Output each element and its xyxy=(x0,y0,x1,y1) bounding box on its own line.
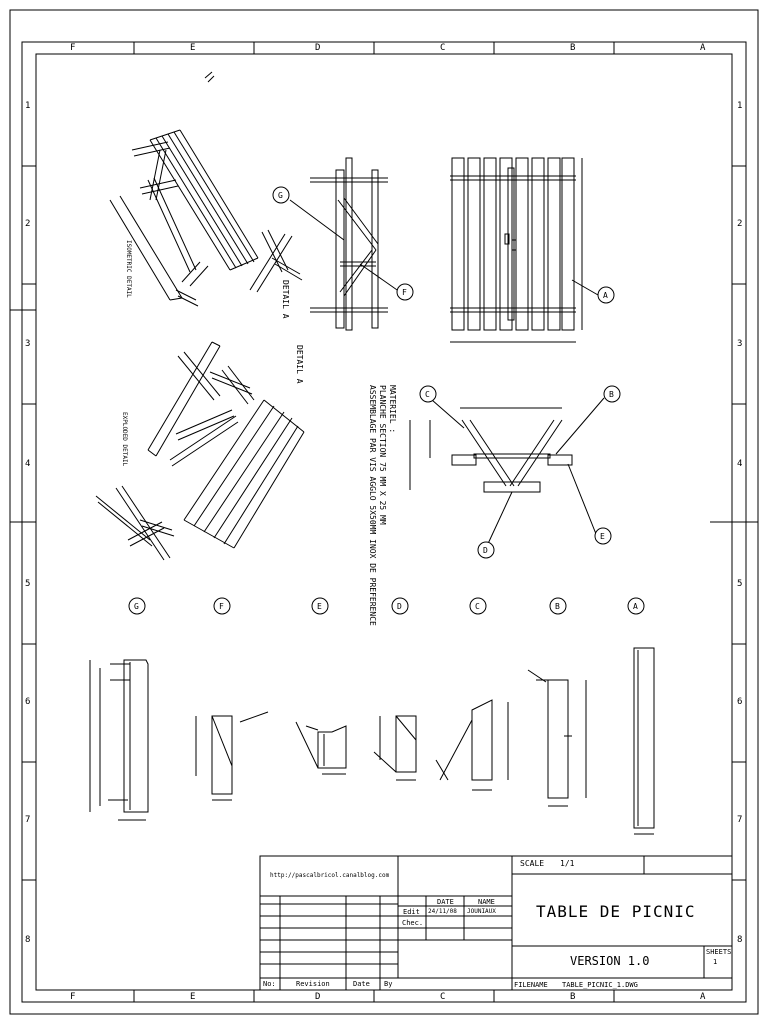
detail-a-view xyxy=(249,229,303,293)
svg-text:E: E xyxy=(600,532,605,541)
no-label: No: xyxy=(263,980,276,988)
row-label-right: 8 xyxy=(737,935,742,945)
row-label-right: 7 xyxy=(737,815,742,825)
isometric-view xyxy=(109,71,259,307)
row-ticks xyxy=(10,165,758,881)
edit-label: Edit xyxy=(403,908,420,916)
row-label-left: 8 xyxy=(25,935,30,945)
row-label-left: 6 xyxy=(25,697,30,707)
row-label-left: 3 xyxy=(25,339,30,349)
column-ticks xyxy=(133,42,615,1002)
part-callout: C xyxy=(475,602,480,611)
row-label-left: 1 xyxy=(25,101,30,111)
side-view xyxy=(310,157,388,331)
title-block-grid xyxy=(259,855,733,991)
top-view xyxy=(450,157,583,343)
svg-text:D: D xyxy=(483,546,488,555)
col-label-bottom: E xyxy=(190,992,195,1002)
edit-date: 24/11/08 xyxy=(428,908,457,915)
svg-text:C: C xyxy=(425,390,430,399)
date-label: Date xyxy=(353,980,370,988)
website-url: http://pascalbricol.canalblog.com xyxy=(270,872,390,879)
svg-text:G: G xyxy=(278,191,283,200)
scale-value: 1/1 xyxy=(560,859,575,868)
exploded-label: EXPLODED DETAIL xyxy=(121,412,128,467)
row-label-left: 5 xyxy=(25,579,30,589)
version-label: VERSION 1.0 xyxy=(570,954,650,968)
col-label-top: C xyxy=(440,43,445,53)
name-header: NAME xyxy=(478,898,495,906)
notes-line-1: MATERIEL : xyxy=(388,385,397,433)
date-header: DATE xyxy=(437,898,454,906)
row-label-right: 3 xyxy=(737,339,742,349)
outer-frame xyxy=(9,9,759,1015)
callout-d-front: D xyxy=(477,541,495,559)
front-view xyxy=(409,397,605,549)
callout-a-top: A xyxy=(597,286,615,304)
svg-text:F: F xyxy=(402,288,407,297)
scale-label: SCALE xyxy=(520,859,545,868)
revision-label: Revision xyxy=(296,980,330,988)
check-label: Chec. xyxy=(402,919,424,927)
by-label: By xyxy=(384,980,393,988)
sheets-label: SHEETS xyxy=(706,948,732,956)
detail-a-label-2: DETAIL A xyxy=(295,345,304,384)
filename-value: TABLE_PICNIC_1.DWG xyxy=(562,981,638,989)
part-callout: B xyxy=(555,602,560,611)
col-label-top: A xyxy=(700,43,706,53)
part-callout: E xyxy=(317,602,322,611)
row-label-right: 5 xyxy=(737,579,742,589)
callout-c-front: C xyxy=(419,385,437,403)
col-label-top: F xyxy=(70,43,75,53)
exploded-view xyxy=(95,341,305,561)
col-label-bottom: C xyxy=(440,992,445,1002)
row-label-left: 7 xyxy=(25,815,30,825)
notes-line-2: PLANCHE SECTION 75 MM X 25 MM xyxy=(378,385,387,525)
col-label-bottom: D xyxy=(315,992,320,1002)
edit-name: JOUNIAUX xyxy=(467,908,496,915)
callout-leaders xyxy=(289,199,599,296)
parts-callout-row: G F E D C B A xyxy=(128,597,645,615)
part-callout: A xyxy=(633,602,638,611)
row-label-right: 1 xyxy=(737,101,742,111)
detail-a-label: DETAIL A xyxy=(281,280,290,319)
filename-label: FILENAME xyxy=(514,981,548,989)
row-label-right: 6 xyxy=(737,697,742,707)
callout-g-top: G xyxy=(272,186,290,204)
part-callout: F xyxy=(219,602,224,611)
svg-text:A: A xyxy=(603,291,608,300)
part-callout: G xyxy=(134,602,139,611)
col-label-top: B xyxy=(570,43,575,53)
col-label-top: E xyxy=(190,43,195,53)
row-label-right: 2 xyxy=(737,219,742,229)
col-label-bottom: B xyxy=(570,992,575,1002)
col-label-bottom: F xyxy=(70,992,75,1002)
callout-b-front: B xyxy=(603,385,621,403)
border-labels: F E D C B A F E D C B A 1 2 3 4 5 6 7 8 … xyxy=(25,43,742,1002)
callout-e-front: E xyxy=(594,527,612,545)
col-label-bottom: A xyxy=(700,992,706,1002)
row-label-right: 4 xyxy=(737,459,742,469)
callout-f-top: F xyxy=(396,283,414,301)
row-label-left: 2 xyxy=(25,219,30,229)
notes-line-3: ASSEMBLAGE PAR VIS AGGLO 5X50MM INOX DE … xyxy=(368,385,377,626)
part-callout: D xyxy=(397,602,402,611)
sheets-value: 1 xyxy=(713,958,718,966)
col-label-top: D xyxy=(315,43,320,53)
drawing-title: TABLE DE PICNIC xyxy=(536,902,696,921)
isometric-label: ISOMETRIC DETAIL xyxy=(125,240,132,298)
part-drawings xyxy=(89,647,655,835)
row-label-left: 4 xyxy=(25,459,30,469)
svg-text:B: B xyxy=(609,390,614,399)
